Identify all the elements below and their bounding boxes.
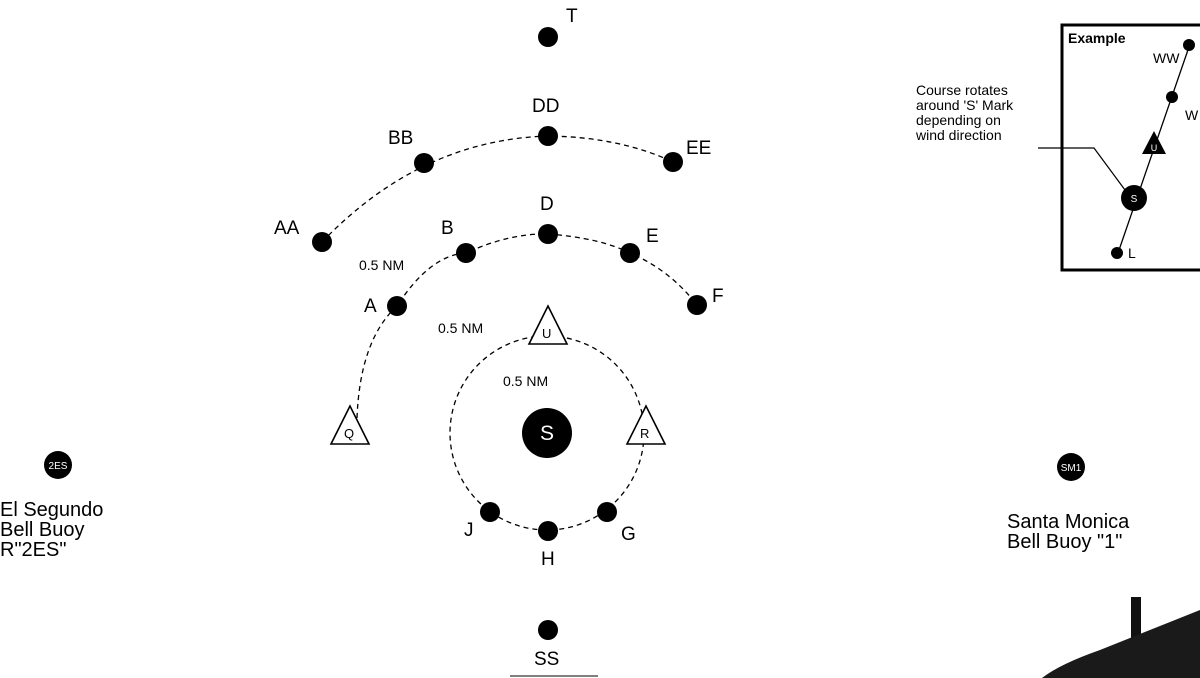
buoy-el-segundo-line-1: El Segundo xyxy=(0,499,103,521)
buoy-el-segundo-code: 2ES xyxy=(49,461,68,472)
mark-r-label: R xyxy=(640,426,649,441)
example-mark-u-label: U xyxy=(1151,143,1158,153)
example-note-line-3: depending on xyxy=(916,112,1001,128)
example-mark-s xyxy=(1121,185,1147,211)
mark-dd-label: DD xyxy=(532,96,559,117)
middle-arc xyxy=(356,233,698,419)
mark-d xyxy=(538,224,558,244)
example-mark-ww xyxy=(1183,39,1195,51)
mark-ss xyxy=(538,620,558,640)
mark-f xyxy=(687,295,707,315)
mark-g-label: G xyxy=(621,524,636,545)
mark-d-label: D xyxy=(540,194,554,215)
example-mark-ww-label: WW xyxy=(1153,50,1180,66)
buoy-el-segundo-line-3: R"2ES" xyxy=(0,539,66,561)
buoy-santa-monica-line-2: Bell Buoy "1" xyxy=(1007,531,1122,553)
mark-j xyxy=(480,502,500,522)
mark-g xyxy=(597,502,617,522)
mark-f-label: F xyxy=(712,286,724,307)
shoreline xyxy=(1042,610,1200,678)
mark-q: Q xyxy=(329,404,371,445)
mark-b-label: B xyxy=(441,218,454,239)
distance-inner: 0.5 NM xyxy=(503,373,548,389)
mark-dd xyxy=(538,126,558,146)
mark-t xyxy=(538,27,558,47)
mark-h xyxy=(538,521,558,541)
buoy-santa-monica-icon xyxy=(1057,453,1085,481)
mark-aa-label: AA xyxy=(274,218,300,239)
buoy-el-segundo-line-2: Bell Buoy xyxy=(0,519,85,541)
example-note-line-4: wind direction xyxy=(915,127,1002,143)
pier-shoreline xyxy=(1042,597,1200,678)
mark-h-label: H xyxy=(541,549,555,570)
outer-arc xyxy=(321,135,674,243)
mark-a-label: A xyxy=(364,296,377,317)
mark-ee xyxy=(663,152,683,172)
buoy-santa-monica: SM1 Santa Monica Bell Buoy "1" xyxy=(1007,453,1130,553)
example-note-line-1: Course rotates xyxy=(916,82,1008,98)
mark-s-label: S xyxy=(540,422,554,445)
mark-u: U xyxy=(527,304,569,345)
example-title: Example xyxy=(1068,30,1126,46)
example-mark-u xyxy=(1142,131,1166,154)
mark-e xyxy=(620,243,640,263)
distance-middle: 0.5 NM xyxy=(438,320,483,336)
mark-bb-label: BB xyxy=(388,128,413,149)
example-note-line-2: around 'S' Mark xyxy=(916,97,1014,113)
mark-ee-label: EE xyxy=(686,138,711,159)
mark-bb xyxy=(414,153,434,173)
example-leader-line xyxy=(1038,147,1126,191)
distance-outer: 0.5 NM xyxy=(359,257,404,273)
example-mark-l-label: L xyxy=(1128,245,1136,261)
buoy-el-segundo-icon xyxy=(44,451,72,479)
mark-r: R xyxy=(625,404,667,445)
mark-aa xyxy=(312,232,332,252)
pier-post xyxy=(1131,597,1141,647)
mark-b xyxy=(456,243,476,263)
mark-ss-label: SS xyxy=(534,649,559,670)
buoy-santa-monica-line-1: Santa Monica xyxy=(1007,511,1130,533)
example-mark-w xyxy=(1166,91,1178,103)
mark-t-label: T xyxy=(566,6,578,27)
example-mark-l xyxy=(1111,247,1123,259)
mark-a xyxy=(387,296,407,316)
buoy-santa-monica-code: SM1 xyxy=(1061,463,1082,474)
mark-q-label: Q xyxy=(344,426,354,441)
buoy-el-segundo: 2ES El Segundo Bell Buoy R"2ES" xyxy=(0,451,103,561)
example-mark-s-label: S xyxy=(1131,194,1138,205)
mark-u-label: U xyxy=(542,326,551,341)
mark-e-label: E xyxy=(646,226,659,247)
mark-j-label: J xyxy=(464,520,474,541)
example-mark-w-label: W xyxy=(1185,107,1199,123)
mark-s xyxy=(522,408,572,458)
